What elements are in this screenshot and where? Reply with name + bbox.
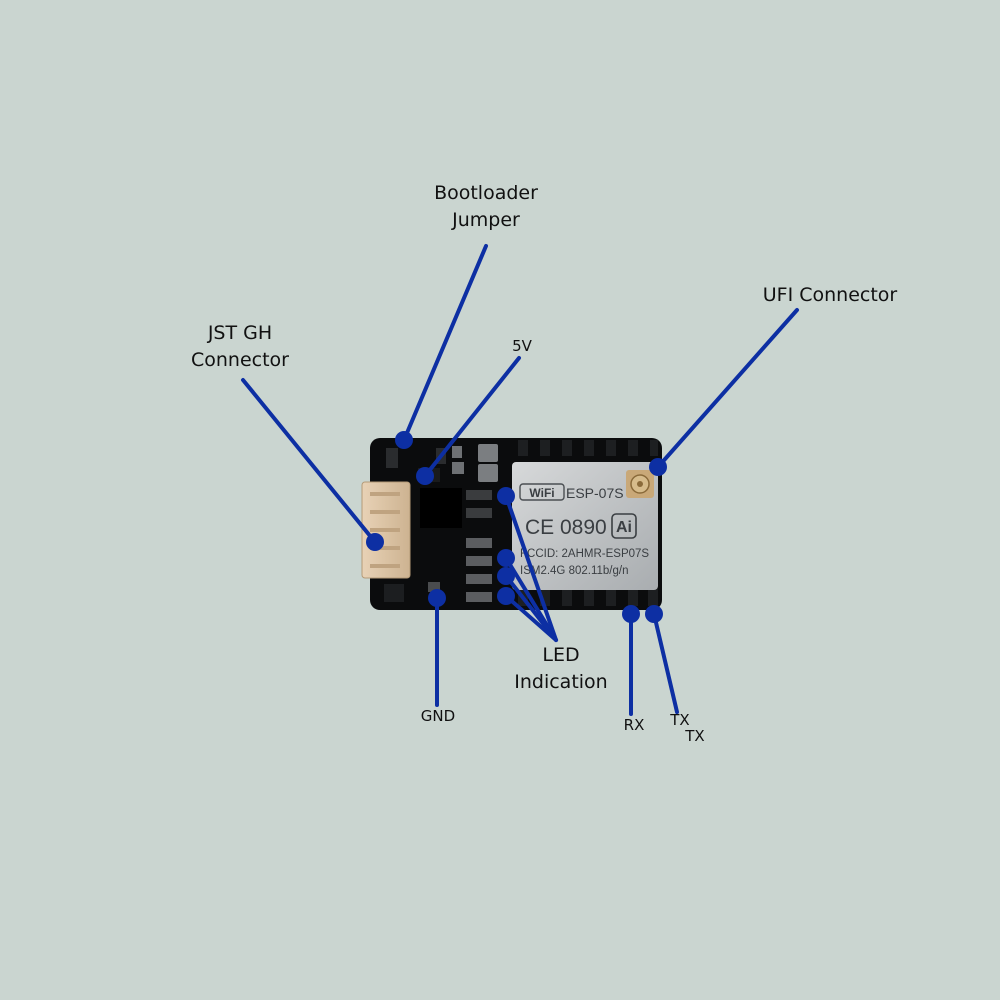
leader-five-v: [423, 356, 521, 478]
label-led-line2: Indication: [514, 670, 608, 693]
leader-ufi: [656, 308, 799, 469]
label-ufi-line: UFI Connector: [762, 284, 898, 306]
label-jst-line1: JST GH: [207, 322, 273, 344]
label-bootloader-line2: Jumper: [452, 208, 520, 231]
module-brand: WiFi: [529, 486, 554, 500]
label-led-indication: LED Indication: [500, 642, 622, 696]
top-header-pins: [518, 440, 658, 456]
module-ce-mark: CE 0890: [525, 516, 607, 539]
label-gnd: GND: [420, 707, 456, 725]
label-rx: RX: [623, 716, 645, 734]
leader-jst-gh: [241, 378, 377, 544]
module-fccid: FCCID: 2AHMR-ESP07S: [520, 548, 649, 560]
module-ai-mark: Ai: [616, 519, 632, 536]
esp-module-shield: [512, 462, 658, 590]
module-spec: ISM2.4G 802.11b/g/n: [520, 565, 628, 577]
leader-led-3: [504, 574, 558, 642]
label-jst-line2: Connector: [191, 348, 289, 371]
leader-led-4: [504, 594, 558, 642]
label-led-line1: LED: [542, 644, 580, 666]
label-jst-gh-connector: JST GH Connector: [176, 320, 304, 374]
leader-dots: [366, 431, 667, 623]
label-ufi-connector: UFI Connector: [748, 282, 912, 309]
leader-bootloader-jumper: [402, 244, 488, 442]
label-tx-a: TX: [670, 711, 690, 729]
label-bootloader-line1: Bootloader: [434, 182, 538, 204]
label-bootloader-jumper: Bootloader Jumper: [420, 180, 552, 234]
leader-lines: [241, 244, 799, 716]
label-tx-b: TX: [685, 727, 705, 745]
label-five-v: 5V: [512, 337, 532, 355]
leader-led-1: [504, 494, 558, 642]
module-model: ESP-07S: [566, 485, 624, 501]
leader-tx: [652, 612, 679, 714]
